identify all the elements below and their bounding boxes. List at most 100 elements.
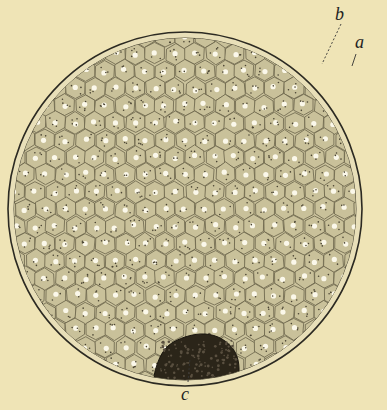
granule: [369, 240, 371, 242]
granule: [101, 140, 103, 142]
granule: [304, 170, 306, 172]
granule: [131, 56, 133, 58]
granule: [302, 204, 304, 206]
granule: [250, 364, 252, 366]
granule: [269, 331, 271, 333]
nucleus: [124, 172, 129, 177]
granule: [71, 327, 73, 329]
granule: [48, 246, 50, 248]
granule: [186, 382, 188, 384]
granule: [311, 225, 313, 227]
granule: [320, 177, 322, 179]
granule: [56, 120, 58, 122]
granule: [172, 89, 174, 91]
granule: [298, 162, 300, 164]
granule: [142, 281, 144, 283]
nucleus: [320, 204, 325, 209]
granule: [80, 93, 82, 95]
granule: [217, 47, 219, 49]
granule: [126, 174, 128, 176]
yolk-granule: [217, 364, 220, 367]
nucleus: [124, 345, 129, 350]
cell-wall: [56, 267, 75, 289]
granule: [250, 92, 252, 94]
granule: [144, 178, 146, 180]
granule: [27, 208, 29, 210]
granule: [191, 150, 193, 152]
yolk-granule: [233, 355, 235, 357]
granule: [266, 145, 268, 147]
granule: [131, 50, 133, 52]
granule: [92, 158, 94, 160]
granule: [106, 134, 108, 136]
yolk-granule: [233, 358, 235, 360]
cell: [255, 163, 274, 185]
granule: [229, 118, 231, 120]
nucleus: [254, 362, 259, 367]
granule: [246, 202, 248, 204]
granule: [203, 177, 205, 179]
nucleus: [273, 190, 278, 195]
cell: [15, 129, 35, 151]
yolk-granule: [229, 363, 232, 366]
granule: [351, 256, 353, 258]
granule: [239, 291, 241, 293]
granule: [222, 39, 224, 41]
granule: [136, 150, 138, 152]
inner-membrane: [14, 38, 356, 380]
nucleus: [234, 291, 239, 296]
granule: [306, 315, 308, 317]
granule: [265, 244, 267, 246]
granule: [99, 284, 101, 286]
granule: [159, 118, 161, 120]
nucleus: [252, 120, 257, 125]
granule: [64, 173, 66, 175]
nucleus: [223, 69, 228, 74]
granule: [100, 175, 102, 177]
nucleus: [242, 240, 247, 245]
granule: [38, 289, 40, 291]
granule: [213, 185, 215, 187]
cell: [315, 197, 334, 219]
yolk-granule: [212, 367, 214, 369]
granule: [170, 301, 172, 303]
granule: [262, 143, 264, 145]
nucleus: [312, 223, 317, 228]
cell: [176, 59, 195, 81]
granule: [277, 186, 279, 188]
nucleus: [360, 239, 365, 244]
nucleus: [31, 293, 36, 298]
nucleus: [222, 274, 227, 279]
granule: [69, 105, 71, 107]
nucleus: [323, 136, 328, 141]
granule: [115, 263, 117, 265]
cell: [305, 146, 325, 168]
cell-wall: [276, 336, 295, 358]
nucleus: [73, 155, 78, 160]
granule: [63, 208, 65, 210]
nucleus: [303, 242, 308, 247]
granule: [251, 224, 253, 226]
nucleus: [241, 139, 246, 144]
granule: [100, 342, 102, 344]
cell-wall: [86, 318, 106, 340]
granule: [260, 345, 262, 347]
nucleus: [53, 191, 58, 196]
cell-wall: [5, 180, 24, 202]
granule: [308, 116, 310, 118]
granule: [271, 192, 273, 194]
nucleus: [341, 274, 346, 279]
nucleus: [63, 206, 68, 211]
yolk-granule: [225, 341, 227, 343]
granule: [128, 101, 130, 103]
granule: [316, 83, 318, 85]
granule: [51, 194, 53, 196]
nucleus: [291, 223, 296, 228]
granule: [84, 110, 86, 112]
granule: [146, 71, 148, 73]
granule: [337, 263, 339, 265]
granule: [82, 307, 84, 309]
granule: [296, 299, 298, 301]
nucleus: [282, 139, 287, 144]
granule: [182, 173, 184, 175]
